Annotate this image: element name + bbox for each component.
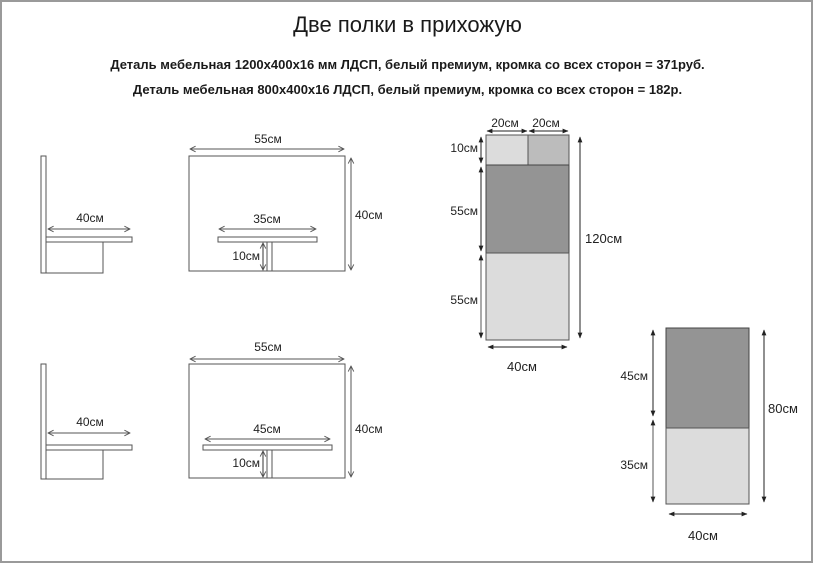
piece-top-left: [485, 134, 529, 166]
cut-plan-1200: 20см 20см 10см 55см 55см 120см 40см: [450, 116, 622, 374]
top-left-width-label: 20см: [491, 116, 519, 130]
shelf-board: [202, 444, 333, 451]
total-width-label: 40см: [507, 359, 537, 374]
post-label: 10см: [232, 249, 260, 263]
total-height-label: 120см: [585, 231, 622, 246]
shelf-board: [217, 236, 318, 243]
wall-panel: [40, 155, 47, 274]
support-post: [266, 449, 273, 479]
top-height-label: 45см: [620, 369, 648, 383]
piece-top: [665, 327, 750, 429]
detail-line-1200: Деталь мебельная 1200x400x16 мм ЛДСП, бе…: [110, 57, 705, 72]
height-label: 40см: [355, 422, 383, 436]
shelf2-front-view: 55см 40см 45см 10см: [188, 340, 383, 479]
shelf1-side-view: 40см: [40, 155, 133, 274]
bottom-height-label: 55см: [450, 293, 478, 307]
shelf-support: [45, 241, 104, 274]
support-post: [266, 241, 273, 272]
page-title: Две полки в прихожую: [293, 12, 522, 37]
top-right-width-label: 20см: [532, 116, 560, 130]
post-label: 10см: [232, 456, 260, 470]
detail-line-800: Деталь мебельная 800x400x16 ЛДСП, белый …: [132, 82, 683, 97]
shelf-top: [45, 236, 133, 243]
middle-height-label: 55см: [450, 204, 478, 218]
piece-bottom: [665, 427, 750, 505]
wall-panel: [40, 363, 47, 480]
piece-bottom: [485, 252, 570, 341]
shelf-label: 45см: [253, 422, 281, 436]
shelf-top: [45, 444, 133, 451]
total-height-label: 80см: [768, 401, 798, 416]
shelf-support: [45, 449, 104, 480]
piece-middle: [485, 164, 570, 254]
cut-plan-800: 45см 35см 80см 40см: [620, 327, 798, 543]
depth-label: 40см: [76, 211, 104, 225]
piece-top-right: [527, 134, 570, 166]
shelf-label: 35см: [253, 212, 281, 226]
depth-label: 40см: [76, 415, 104, 429]
width-label: 55см: [254, 132, 282, 146]
bottom-height-label: 35см: [620, 458, 648, 472]
shelf1-front-view: 55см 40см 35см 10см: [188, 132, 383, 272]
top-height-label: 10см: [450, 141, 478, 155]
total-width-label: 40см: [688, 528, 718, 543]
shelf2-side-view: 40см: [40, 363, 133, 480]
height-label: 40см: [355, 208, 383, 222]
width-label: 55см: [254, 340, 282, 354]
